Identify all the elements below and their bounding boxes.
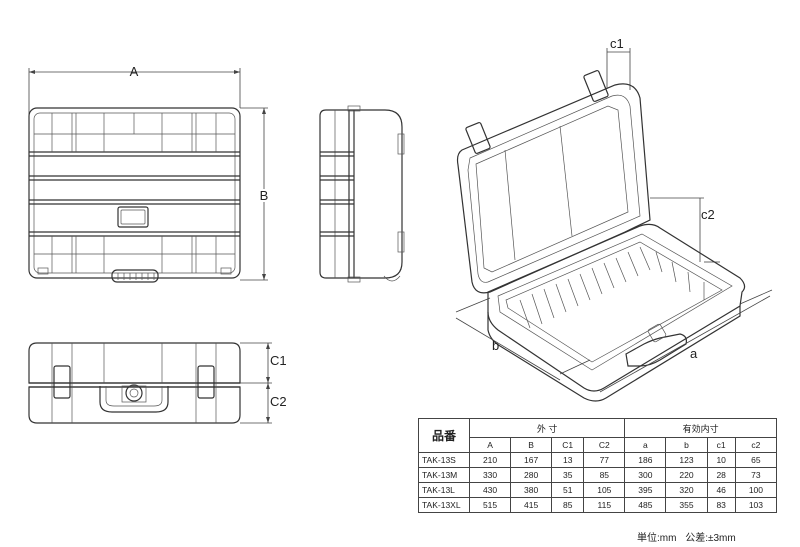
table-cell: 85 [583,467,626,483]
product-header: 品番 [418,418,470,453]
dim-label-c2: c2 [701,207,715,222]
column-header: C1 [551,437,585,453]
footnote: 単位:mm 公差:±3mm [637,529,742,544]
open-case-view: c1 c2 [455,36,773,402]
table-cell: 515 [468,497,512,513]
table-cell: 415 [510,497,553,513]
dim-label-b: b [492,338,499,353]
table-row: TAK-13XL 515 415 85 115 485 355 83 103 [418,497,778,513]
table-cell: 73 [734,467,778,483]
outer-dimensions-header: 外 寸 [468,418,626,438]
dim-label-C1: C1 [270,353,287,368]
table-cell: 320 [665,482,708,498]
table-cell: 77 [583,452,626,468]
dim-label-B: B [260,188,269,203]
column-header: b [665,437,708,453]
table-cell: 186 [624,452,667,468]
model-cell: TAK-13M [418,467,470,483]
table-cell: 220 [665,467,708,483]
table-cell: 430 [468,482,512,498]
table-cell: 115 [583,497,626,513]
table-header-row: 品番 外 寸 有効内寸 [418,418,777,453]
tolerance-note: 公差:±3mm [685,533,736,544]
dim-label-C2: C2 [270,394,287,409]
model-cell: TAK-13L [418,482,470,498]
table-cell: 85 [551,497,585,513]
table-cell: 100 [734,482,778,498]
table-cell: 210 [468,452,512,468]
table-cell: 380 [510,482,553,498]
column-header: B [510,437,553,453]
table-cell: 28 [706,467,736,483]
table-row: TAK-13L 430 380 51 105 395 320 46 100 [418,482,778,498]
table-cell: 35 [551,467,585,483]
table-cell: 123 [665,452,708,468]
model-cell: TAK-13XL [418,497,470,513]
table-cell: 280 [510,467,553,483]
table-cell: 83 [706,497,736,513]
dim-label-a: a [690,346,698,361]
table-cell: 105 [583,482,626,498]
table-cell: 13 [551,452,585,468]
dim-label-A: A [130,64,139,79]
table-cell: 485 [624,497,667,513]
table-row: TAK-13S 210 167 13 77 186 123 10 65 [418,452,778,468]
table-cell: 103 [734,497,778,513]
table-cell: 167 [510,452,553,468]
table-cell: 65 [734,452,778,468]
inner-dimensions-header: 有効内寸 [624,418,777,438]
table-cell: 10 [706,452,736,468]
top-view: A B [28,64,270,283]
side-view [319,105,405,283]
column-header: C2 [583,437,626,453]
column-header: a [624,437,667,453]
model-cell: TAK-13S [418,452,470,468]
table-cell: 330 [468,467,512,483]
column-header: c1 [706,437,736,453]
column-header: c2 [734,437,778,453]
unit-note: 単位:mm [637,533,677,544]
dim-label-c1: c1 [610,36,624,51]
front-view: C1 C2 [28,342,287,424]
table-cell: 395 [624,482,667,498]
table-cell: 355 [665,497,708,513]
spec-table: 品番 外 寸 有効内寸 A B C1 C2 a b c1 c2 TAK-13S … [418,418,778,513]
column-header: A [468,437,512,453]
table-row: TAK-13M 330 280 35 85 300 220 28 73 [418,467,778,483]
table-cell: 46 [706,482,736,498]
table-cell: 300 [624,467,667,483]
table-column-row: A B C1 C2 a b c1 c2 [419,437,778,453]
table-cell: 51 [551,482,585,498]
